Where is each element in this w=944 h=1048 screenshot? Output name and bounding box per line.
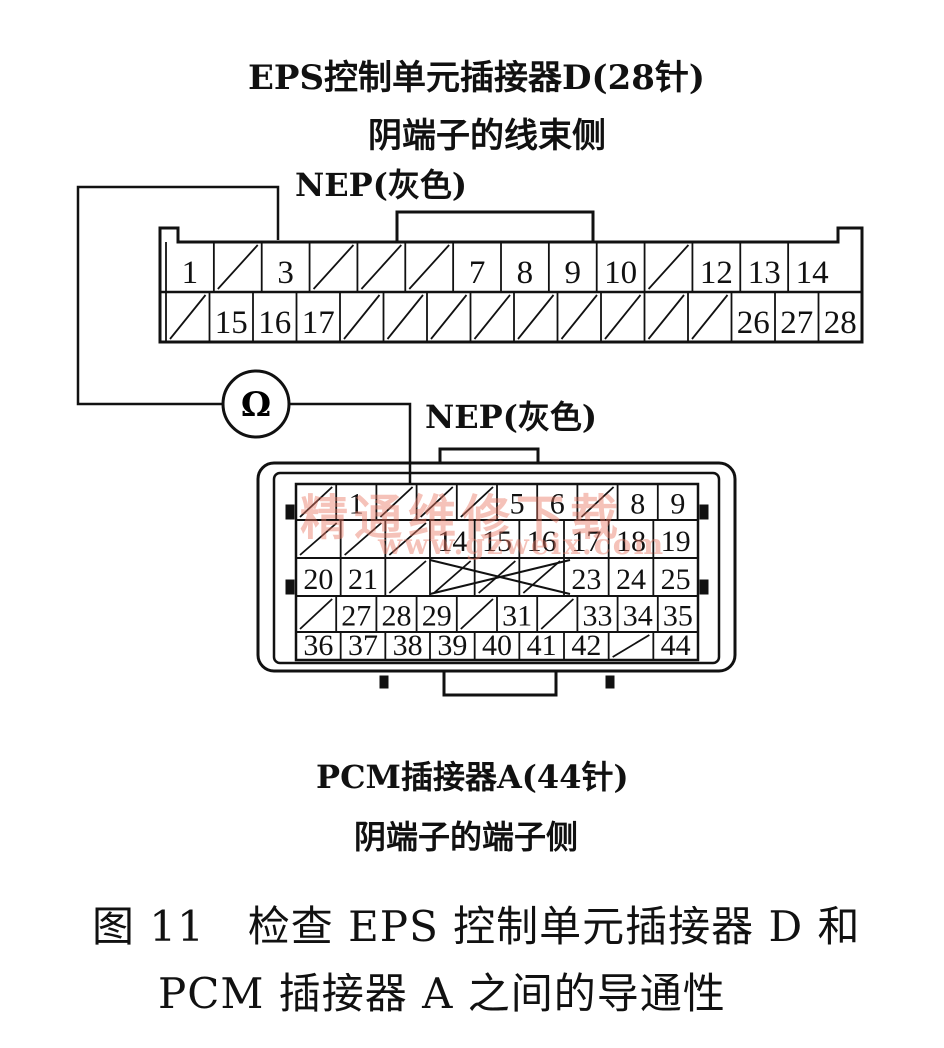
pin-label: 6: [550, 488, 565, 521]
pin-label: 39: [437, 629, 467, 662]
pin-label: 34: [623, 600, 653, 633]
pin-label: 1: [182, 255, 199, 291]
pin-label: 20: [303, 563, 333, 596]
pin-label: 13: [748, 255, 781, 291]
pin-label: 19: [661, 525, 691, 558]
pin-label: 12: [700, 255, 733, 291]
pin-label: 27: [341, 600, 371, 633]
unused-pin-slash: [647, 294, 685, 340]
pin-label: 40: [482, 629, 512, 662]
pin-label: 21: [348, 563, 378, 596]
pin-label: 14: [437, 525, 467, 558]
unused-pin-slash: [343, 294, 381, 340]
pin-label: 9: [565, 255, 582, 291]
pin-label: 15: [215, 305, 248, 341]
unused-pin-slash: [540, 598, 575, 630]
connector-a-subtitle: 阴端子的端子侧: [354, 818, 579, 856]
unused-pin-slash: [580, 486, 615, 518]
connector-d-subtitle: 阴端子的线束侧: [368, 116, 606, 156]
unused-pin-slash: [299, 486, 333, 518]
watermark-text: 精通维修下载: [300, 490, 625, 546]
pin-label: 36: [303, 629, 333, 662]
pin-label: 16: [527, 525, 557, 558]
pin-label: 8: [517, 255, 534, 291]
pin-label: 8: [630, 488, 645, 521]
unused-pin-slash: [612, 634, 650, 658]
figure-caption-line2: PCM 插接器 A 之间的导通性: [158, 969, 726, 1018]
unused-pin-slash: [433, 560, 472, 594]
pin-label: 25: [661, 563, 691, 596]
unused-pin-slash: [647, 244, 690, 290]
connector-a-wire-label: NEP(灰色): [425, 398, 597, 436]
watermark-url: www.gzweix.com: [378, 528, 666, 561]
unused-pin-slash: [379, 486, 414, 518]
unused-pin-slash: [344, 522, 382, 556]
unused-pin-slash: [217, 244, 259, 290]
unused-pin-slash: [430, 294, 468, 340]
unused-pin-slash: [473, 294, 511, 340]
unused-pin-slash: [386, 294, 424, 340]
pin-label: 23: [571, 563, 601, 596]
pin-label: 7: [469, 255, 486, 291]
unused-pin-slash: [517, 294, 555, 340]
pin-label: 16: [258, 305, 291, 341]
unused-pin-slash: [460, 598, 494, 630]
pin-label: 28: [382, 600, 412, 633]
unused-pin-slash: [312, 244, 355, 290]
pin-label: 26: [737, 305, 770, 341]
unused-pin-slash: [169, 294, 207, 340]
pin-label: 29: [422, 600, 452, 633]
pin-label: 1: [349, 488, 364, 521]
unused-pin-slash: [560, 294, 598, 340]
unused-pin-slash: [388, 560, 427, 594]
unused-pin-slash: [460, 486, 494, 518]
pin-label: 37: [348, 629, 378, 662]
ohmmeter-icon: [221, 369, 291, 439]
pin-label: 9: [670, 488, 685, 521]
pin-label: 15: [482, 525, 512, 558]
pin-label: 17: [302, 305, 335, 341]
connector-a-title: PCM插接器A(44针): [316, 758, 629, 796]
pin-label: 10: [604, 255, 637, 291]
connector-d-wire-label: NEP(灰色): [295, 166, 467, 204]
unused-pin-slash: [522, 560, 561, 594]
unused-pin-slash: [419, 486, 454, 518]
connector-d-title: EPS控制单元插接器D(28针): [248, 58, 706, 98]
unused-pin-slash: [360, 244, 402, 290]
pin-label: 27: [780, 305, 813, 341]
pin-label: 5: [510, 488, 525, 521]
pin-label: 28: [824, 305, 857, 341]
pin-label: 3: [277, 255, 294, 291]
pin-label: 24: [616, 563, 646, 596]
unused-pin-slash: [299, 598, 333, 630]
pin-label: 18: [616, 525, 646, 558]
unused-pin-slash: [388, 522, 427, 556]
unused-pin-slash: [691, 294, 729, 340]
unused-pin-slash: [408, 244, 450, 290]
pin-label: 31: [502, 600, 532, 633]
pin-label: 38: [393, 629, 423, 662]
pin-label: 41: [527, 629, 557, 662]
unused-pin-slash: [299, 522, 338, 556]
wire-nep-d-side: [76, 185, 280, 406]
pin-label: 44: [661, 629, 691, 662]
pin-label: 14: [796, 255, 829, 291]
unused-pin-slash: [604, 294, 642, 340]
figure-caption-line1: 图 11 检查 EPS 控制单元插接器 D 和: [92, 902, 861, 951]
pin-label: 17: [571, 525, 601, 558]
pin-label: 42: [571, 629, 601, 662]
pin-label: 33: [583, 600, 613, 633]
ohmmeter-symbol: Ω: [241, 385, 271, 425]
pin-label: 35: [663, 600, 693, 633]
